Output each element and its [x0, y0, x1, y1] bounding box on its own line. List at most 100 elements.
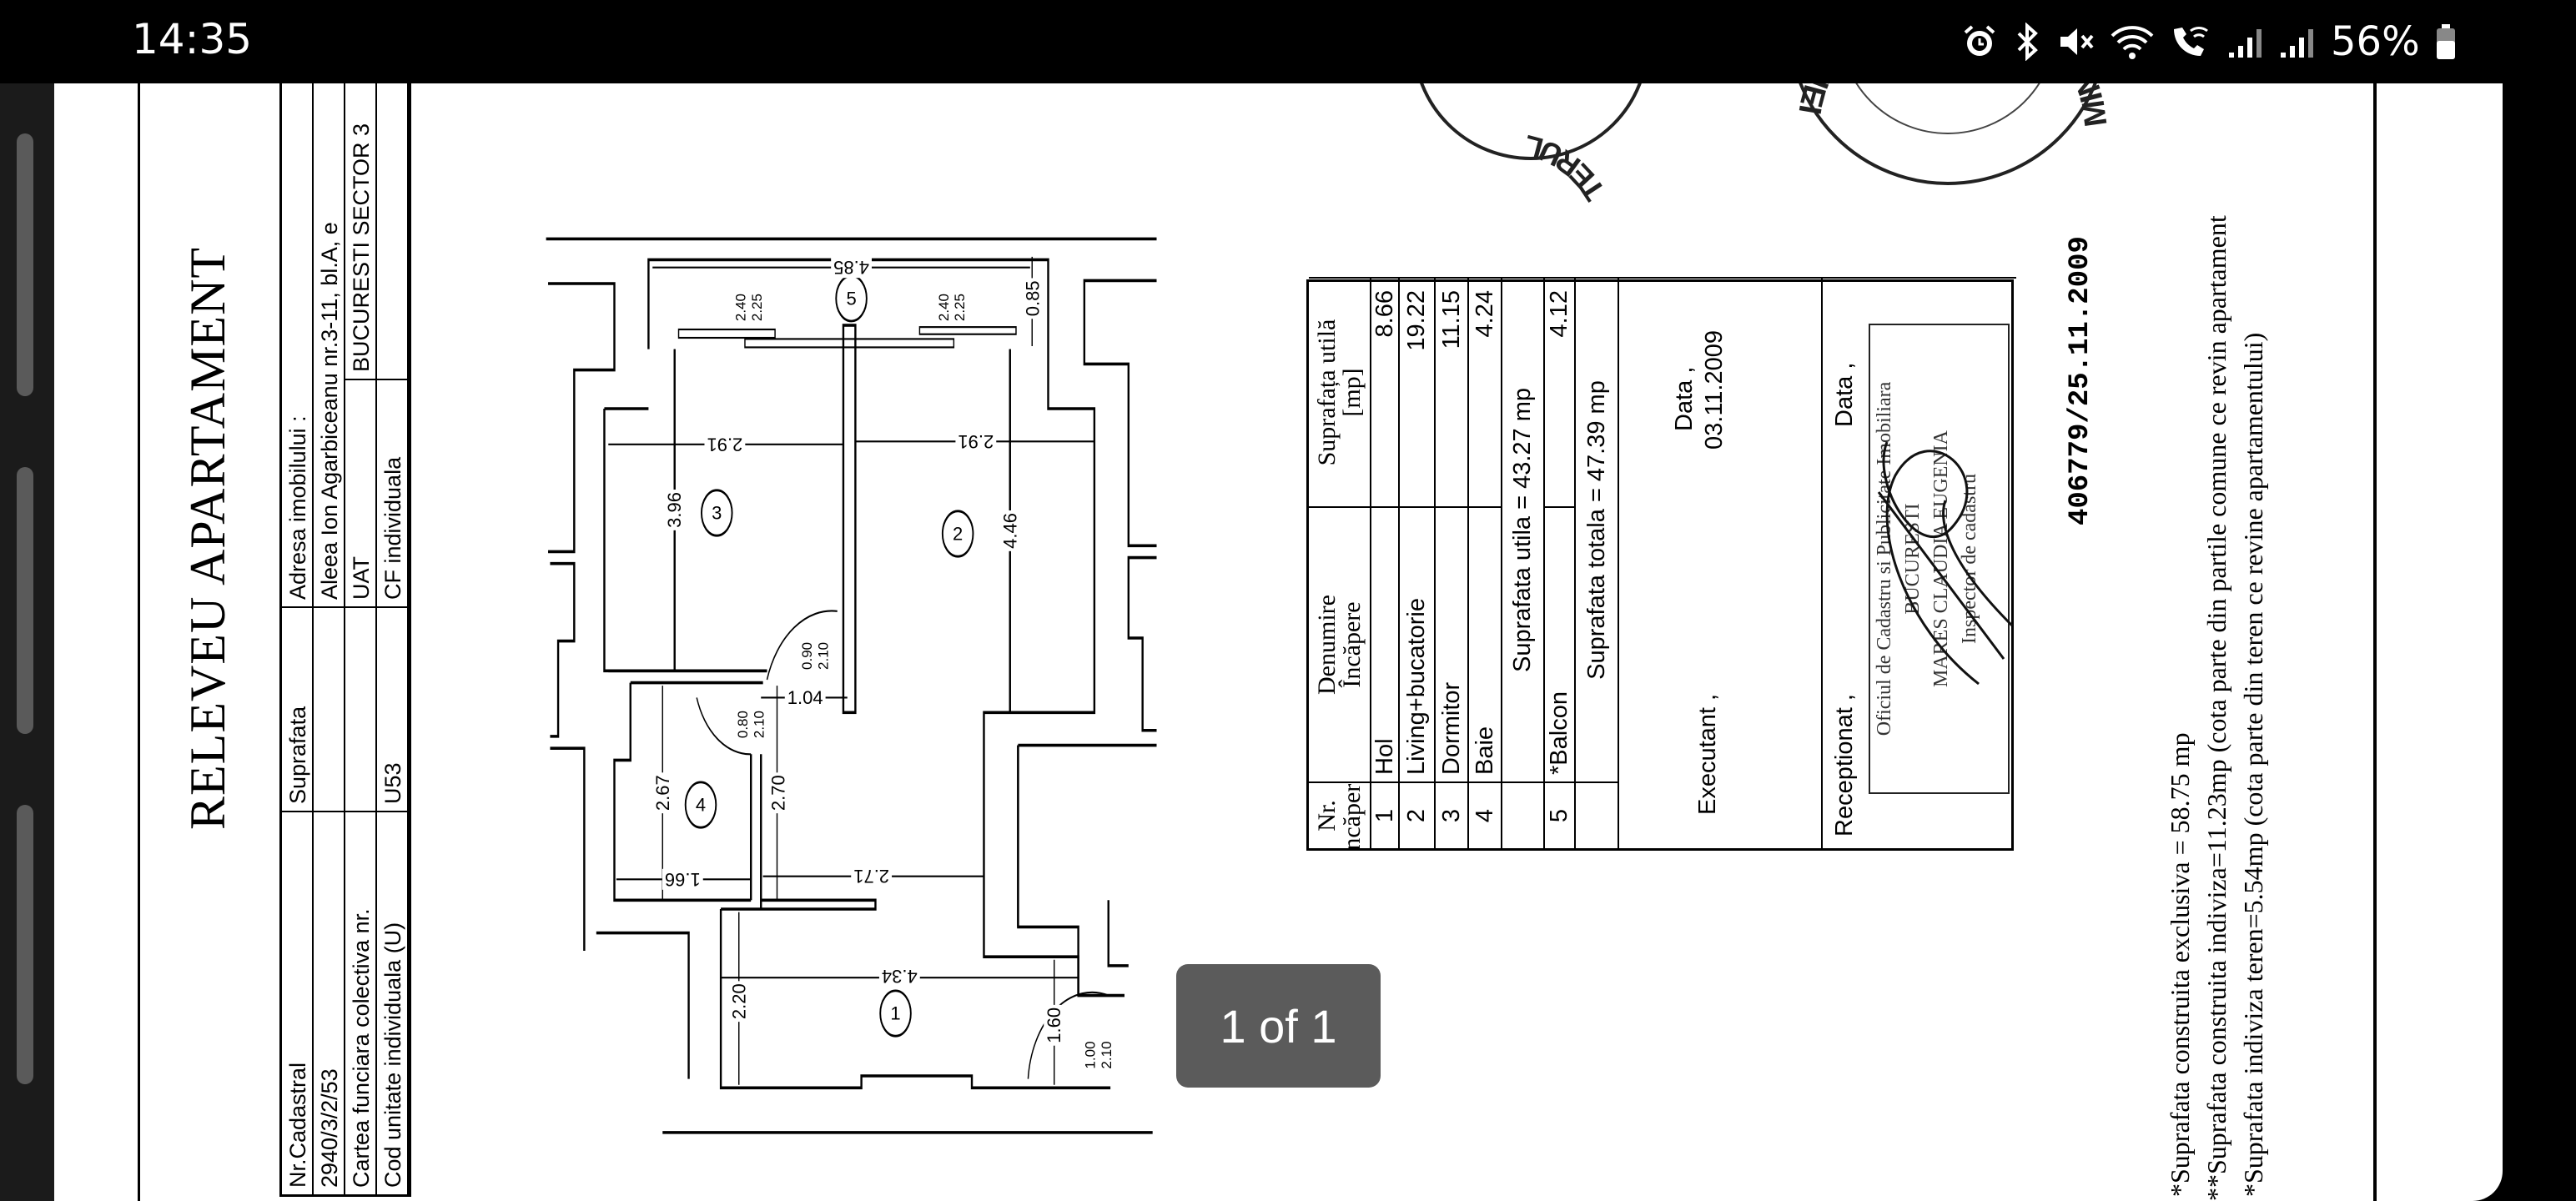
neighbor-walls [548, 279, 1157, 1079]
label-background [767, 772, 789, 814]
window-width: 2.40 [733, 294, 749, 321]
footnote: *Suprafata construita exclusiva = 58.75 … [2165, 732, 2195, 1197]
property-info-table: Nr.Cadastral Suprafata Adresa imobilului… [279, 83, 411, 1197]
svg-text:TERUL: TERUL [1520, 128, 1612, 207]
dimension-label: 3.96 [664, 492, 685, 528]
clock: 14:35 [132, 15, 253, 63]
executant-section: Executant , Data , 03.11.2009 [1619, 277, 1823, 848]
right-margin [2503, 83, 2576, 1201]
label-background [728, 981, 750, 1023]
label-background [664, 490, 686, 530]
room-area: 8.66 [1371, 277, 1400, 506]
room-number: 2 [953, 524, 963, 545]
label-background [1044, 1004, 1065, 1046]
column-header-area: Suprafața utilă[mp] [1309, 277, 1371, 506]
label-background [784, 686, 826, 708]
header-text: Denumire [1312, 595, 1341, 695]
dimension-label: 0.85 [1023, 280, 1044, 316]
header-text: Nr. [1312, 800, 1341, 832]
dimension-label: 4.46 [999, 513, 1020, 549]
dimension-label: 2.20 [728, 983, 749, 1019]
door-width: 0.90 [799, 642, 815, 670]
dimension-label: 4.34 [882, 966, 918, 987]
room-area: 4.12 [1545, 277, 1576, 506]
scroll-handle[interactable] [17, 133, 33, 396]
document-title: RELEVEU APARTAMENT [180, 246, 235, 830]
alarm-icon [1964, 25, 1995, 56]
page-thumbnail-rail [0, 83, 54, 1201]
bluetooth-icon [2017, 23, 2038, 61]
room-nr: 5 [1545, 781, 1576, 848]
label-background [652, 772, 673, 814]
label-background [851, 866, 893, 887]
empty-cell [1502, 781, 1545, 848]
door-height: 2.10 [751, 711, 767, 738]
header-text: Încăpere [1337, 781, 1366, 848]
room-name: Baie [1469, 506, 1502, 781]
receptionat-section: Receptionat , Data , Oficiul de Cadastru… [1823, 277, 2016, 848]
room-number: 4 [696, 795, 706, 816]
room-markers [684, 274, 974, 1038]
executant-label: Executant , [1694, 693, 1721, 815]
header-text: Suprafața utilă [1312, 319, 1341, 466]
info-cell [314, 606, 345, 811]
wifi-call-icon [2174, 27, 2208, 56]
info-cell: Nr.Cadastral [282, 811, 314, 1194]
room-nr: 2 [1400, 781, 1436, 848]
mute-icon [2060, 28, 2094, 55]
room-number: 1 [890, 1003, 900, 1024]
floor-plan: 5 3 2 4 1 4.85 0.85 2.91 2.91 3.96 4.46 … [546, 237, 1157, 1134]
executant-date: 03.11.2009 [1701, 330, 1728, 450]
room-name: Living+bucatorie [1400, 506, 1436, 781]
header-text: [mp] [1337, 368, 1366, 417]
svg-text:MINISTERUL ADMINISTRATIEI: MINISTERUL ADMINISTRATIEI [1792, 83, 2115, 129]
column-header-nr: Nr.Încăpere [1309, 781, 1371, 848]
page-frame-right-border [2373, 83, 2377, 1201]
room-name: Hol [1371, 506, 1400, 781]
plan-border-line [546, 237, 1157, 1134]
label-background [955, 430, 997, 452]
label-background [999, 510, 1021, 551]
dimension-label: 2.67 [652, 775, 673, 811]
registration-code: 406779/25.11.2009 [2065, 236, 2096, 525]
signal-icon [2229, 29, 2262, 58]
dimension-label: 1.04 [787, 687, 823, 708]
system-icons: 56% [1960, 17, 2457, 67]
scroll-handle[interactable] [17, 805, 33, 1084]
room-number: 3 [712, 503, 722, 524]
room-nr: 3 [1436, 781, 1469, 848]
door-width: 1.00 [1083, 1041, 1099, 1068]
dimension-label: 1.60 [1044, 1008, 1064, 1043]
room-name: Dormitor [1436, 506, 1469, 781]
room-nr: 1 [1371, 781, 1400, 848]
apartment-outline [603, 258, 1111, 1090]
dimension-label: 1.66 [665, 869, 701, 890]
battery-percent: 56% [2331, 18, 2420, 65]
footnote: **Suprafata construita indiviza=11.23mp … [2201, 215, 2231, 1201]
room-nr: 4 [1469, 781, 1502, 848]
info-cell: Cod unitate individuala (U) [377, 811, 409, 1194]
label-background [831, 257, 872, 279]
dimension-label: 2.91 [707, 434, 742, 455]
scroll-handle[interactable] [17, 467, 33, 734]
info-cell: Aleea Ion Agarbiceanu nr.3-11, bl.A, e [314, 83, 345, 606]
window [918, 326, 1017, 335]
dimension-label: 2.91 [958, 431, 994, 452]
wifi-icon [2111, 26, 2154, 59]
page-indicator: 1 of 1 [1176, 964, 1381, 1088]
room-area: 19.22 [1400, 277, 1436, 506]
label-background [704, 434, 746, 455]
info-cell: UAT [345, 379, 377, 606]
usable-area-subtotal: Suprafata utila = 43.27 mp [1502, 277, 1545, 781]
window-height: 2.25 [952, 294, 968, 321]
info-cell: U53 [377, 606, 409, 811]
room-number: 5 [846, 288, 856, 309]
total-area: Suprafata totala = 47.39 mp [1576, 277, 1619, 781]
room-name: *Balcon [1545, 506, 1576, 781]
label-background [1022, 278, 1044, 319]
official-stamp: Oficiul de Cadastru si Publicitate Imobi… [1869, 324, 2014, 794]
dimension-label: 2.70 [767, 775, 788, 811]
window-width: 2.40 [936, 294, 952, 321]
empty-cell [1576, 781, 1619, 848]
